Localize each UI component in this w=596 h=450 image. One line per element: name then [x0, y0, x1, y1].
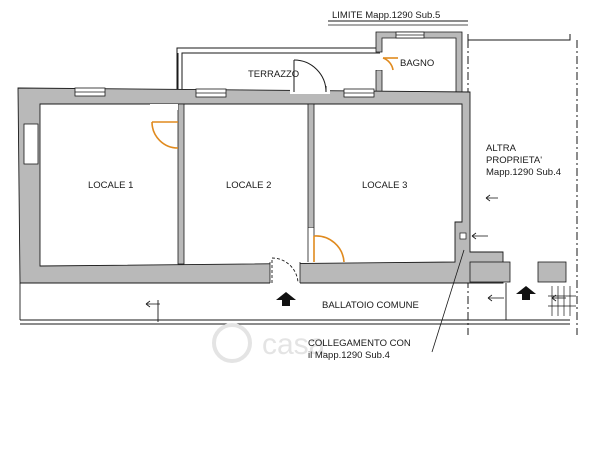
property-limit-line [328, 20, 468, 26]
windows [74, 87, 375, 98]
bathroom-window [395, 31, 425, 39]
neighbour-walls [469, 261, 567, 283]
connection-note-line2: il Mapp.1290 Sub.4 [308, 350, 390, 361]
room-label-locale3: LOCALE 3 [362, 180, 407, 191]
watermark: casa [212, 323, 326, 363]
connection-marker [459, 232, 467, 240]
wall-niche [23, 123, 39, 165]
watermark-text: casa [262, 328, 326, 361]
other-property-line1: ALTRA [486, 143, 517, 154]
door-swing-locale1 [151, 121, 179, 149]
door-swing-locale3 [313, 235, 345, 263]
terrace-label: TERRAZZO [248, 69, 299, 80]
stair-steps [548, 286, 576, 316]
neighbour-entrance-arrow [516, 286, 536, 300]
door-swing-entrance [271, 257, 299, 284]
room-label-locale2: LOCALE 2 [226, 180, 271, 191]
connection-note-line1: COLLEGAMENTO CON [308, 338, 411, 349]
other-property-line3: Mapp.1290 Sub.4 [486, 167, 561, 178]
door-swing-bathroom [382, 57, 398, 71]
entrance-arrow [276, 292, 296, 306]
direction-arrows [145, 194, 566, 308]
connection-leader [431, 249, 465, 353]
door-swing-terrace [293, 59, 327, 93]
shared-balcony-label: BALLATOIO COMUNE [322, 300, 419, 311]
other-property-line2: PROPRIETA' [486, 155, 542, 166]
limit-label: LIMITE Mapp.1290 Sub.5 [332, 10, 440, 21]
room-label-locale1: LOCALE 1 [88, 180, 133, 191]
bathroom-label: BAGNO [400, 58, 434, 69]
terrace-outline [176, 47, 380, 92]
balcony-outline [19, 283, 570, 325]
